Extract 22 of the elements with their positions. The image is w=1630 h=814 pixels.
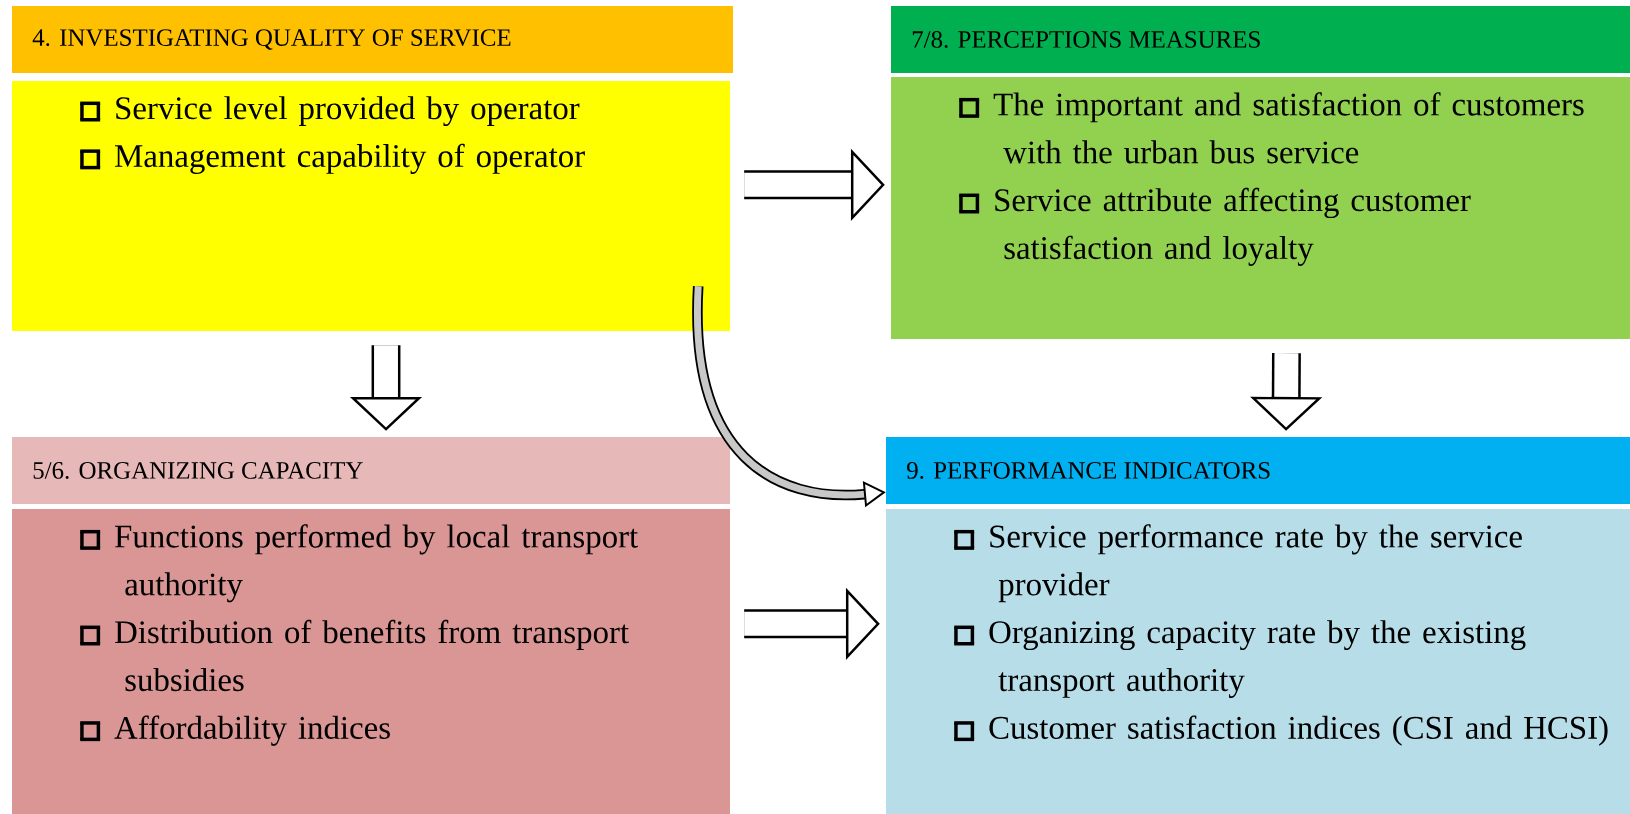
bullet-text: Service level provided by operator — [116, 96, 580, 127]
header-bar — [891, 6, 1630, 73]
bullet-text: Customer satisfaction indices (CSI and HCSI) — [989, 715, 1608, 746]
bullet-text: Organizing capacity rate by the existing transport authority — [989, 620, 1526, 698]
header-text: 4. INVESTIGATING QUALITY OF SERVICE — [32, 29, 511, 50]
bullet-text: Service performance rate by the service provider — [990, 524, 1522, 603]
bullet-text: Affordability indices — [114, 715, 390, 746]
bullet-text: Management capability of operator — [115, 143, 585, 174]
header-bar — [886, 437, 1630, 504]
bullet-text: The important and satisfaction of customers with the urban bus service — [993, 92, 1584, 164]
header-bar — [12, 437, 730, 504]
header-text: 9. PERFORMANCE INDICATORS — [907, 462, 1270, 479]
header-bar — [12, 6, 733, 73]
bullet-text: Distribution of benefits from transport subsidies — [115, 619, 629, 692]
bullet-text: Service attribute affecting customer satisfaction and loyalty — [995, 187, 1471, 266]
header-text: 7/8. PERCEPTIONS MEASURES — [912, 31, 1260, 48]
content-box — [891, 77, 1630, 339]
header-text: 5/6. ORGANIZING CAPACITY — [33, 462, 363, 479]
content-box — [12, 81, 730, 331]
content-box — [12, 509, 730, 814]
bullet-text: Functions performed by local transport authority — [115, 524, 638, 603]
content-box — [886, 509, 1630, 814]
